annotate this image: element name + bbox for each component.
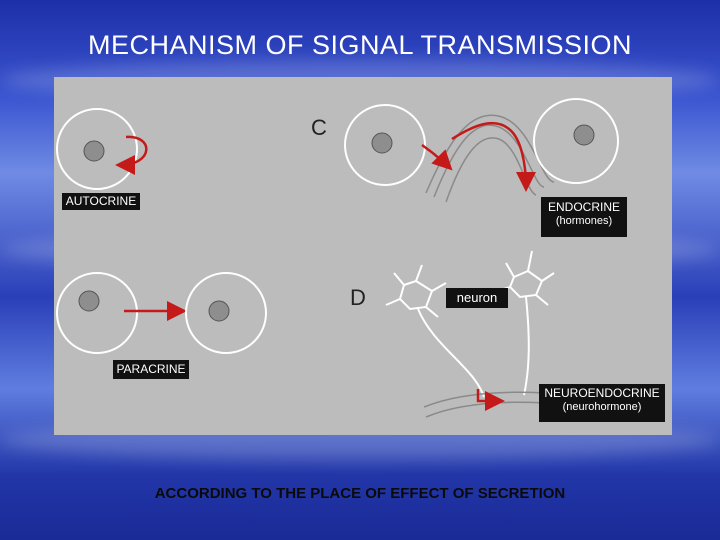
paracrine-target-cell <box>185 272 267 354</box>
target-cell <box>533 98 619 184</box>
paracrine-label: PARACRINE <box>113 360 189 379</box>
diagram-panel: C D AUTOCRINE ENDOCRINE (hormones) neuro… <box>54 77 672 435</box>
neuroendocrine-label-text: NEUROENDOCRINE <box>544 386 660 400</box>
neuroendocrine-label: NEUROENDOCRINE (neurohormone) <box>539 384 665 422</box>
signal-diagram: C D <box>56 98 619 418</box>
endocrine-arrow-vessel <box>451 121 536 192</box>
endocrine-label-text: ENDOCRINE <box>547 200 620 214</box>
neuroendocrine-sub-text: (neurohormone) <box>562 401 642 413</box>
endocrine-cell <box>344 104 426 186</box>
footer-caption: ACCORDING TO THE PLACE OF EFFECT OF SECR… <box>154 485 566 502</box>
endocrine-label: ENDOCRINE (hormones) <box>541 197 627 237</box>
neuroendocrine-arrow <box>476 389 505 411</box>
autocrine-arrow <box>115 135 148 175</box>
panel-letter-d: D <box>350 285 366 310</box>
panel-letter-c: C <box>311 115 327 140</box>
autocrine-cell <box>56 108 138 190</box>
paracrine-source-cell <box>56 272 138 354</box>
autocrine-label: AUTOCRINE <box>62 193 140 210</box>
neuron-label: neuron <box>446 288 508 308</box>
neuron-right <box>497 250 555 396</box>
blood-vessel <box>425 114 555 203</box>
slide-title: MECHANISM OF SIGNAL TRANSMISSION <box>87 30 633 60</box>
neuron-left <box>385 264 485 398</box>
endocrine-sub-text: (hormones) <box>555 215 613 227</box>
endocrine-arrow <box>421 143 453 171</box>
